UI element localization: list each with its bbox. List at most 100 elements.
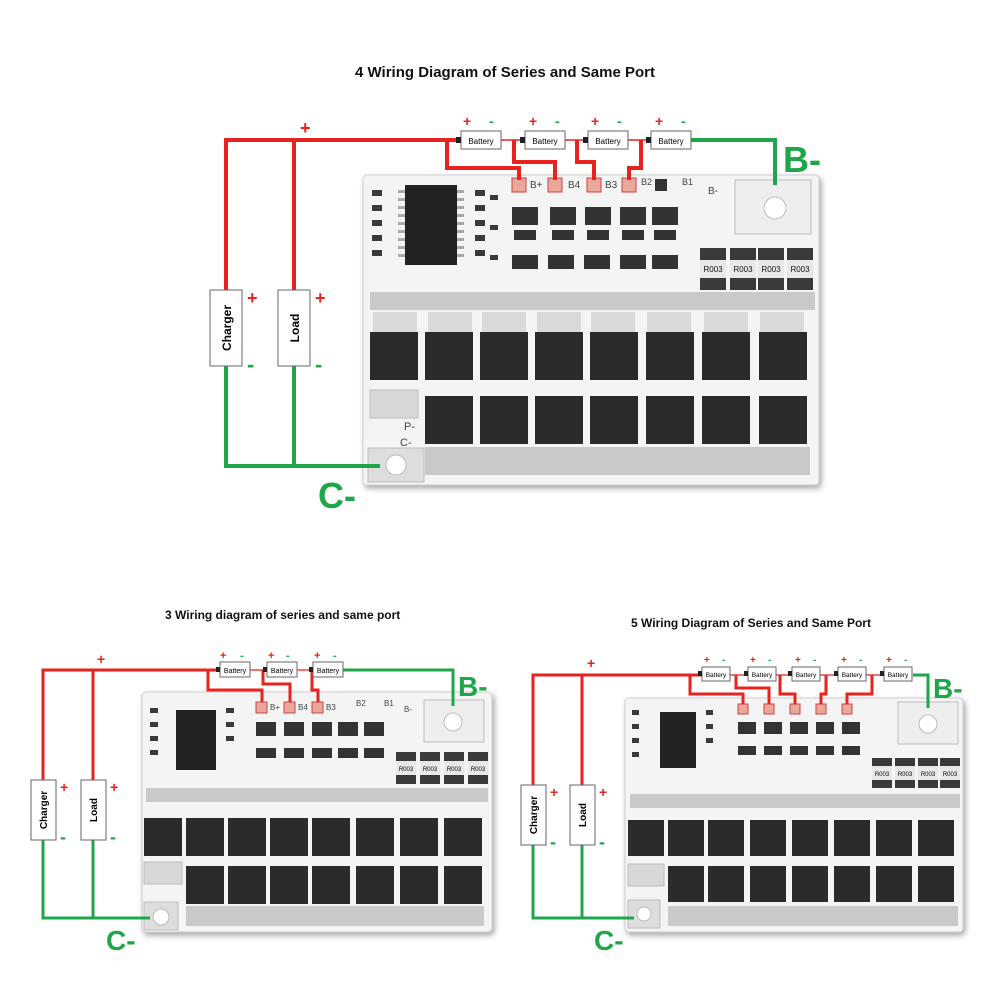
svg-text:Battery: Battery: [888, 672, 909, 679]
plus-marker: +: [795, 655, 801, 666]
resistor-code: R003: [423, 767, 438, 773]
charger-plus: +: [60, 779, 68, 795]
battery: Battery: [834, 666, 867, 682]
resistor-code: R003: [399, 767, 414, 773]
svg-text:Battery: Battery: [658, 137, 683, 146]
minus-marker: -: [681, 113, 686, 129]
minus-marker: -: [859, 655, 862, 666]
title-5-series: 5 Wiring Diagram of Series and Same Port: [631, 616, 871, 630]
bms-board-4: B+ B4 B3 B2 B1 B- R003 R003 R003 R003: [362, 174, 820, 486]
minus-marker: -: [768, 655, 771, 666]
plus-marker: +: [529, 113, 537, 129]
charger-minus: -: [550, 832, 556, 852]
charger-box: Charger: [30, 779, 57, 841]
minus-marker: -: [489, 113, 494, 129]
pad-label: B1: [384, 699, 394, 708]
resistor-code: R003: [875, 772, 890, 778]
svg-text:Battery: Battery: [532, 137, 557, 146]
charger-minus: -: [60, 827, 66, 847]
mosfet-row-1: [144, 818, 482, 856]
load-label: Load: [578, 803, 589, 827]
plus-marker: +: [591, 113, 599, 129]
pad-label: B+: [270, 703, 280, 712]
title-4-series: 4 Wiring Diagram of Series and Same Port: [355, 64, 655, 81]
minus-marker: -: [286, 650, 290, 662]
charger-plus: +: [550, 784, 558, 800]
plus-marker: +: [841, 655, 847, 666]
svg-text:Battery: Battery: [842, 672, 863, 679]
pad-label: B2: [641, 177, 652, 187]
bms-board-3: B+ B4 B3 B2 B1 B- R003 R003 R003 R003: [141, 691, 493, 933]
svg-text:Battery: Battery: [706, 672, 727, 679]
c-minus-label: C-: [106, 925, 136, 956]
pad-label: B3: [326, 703, 336, 712]
pad-label: B-: [708, 186, 718, 197]
battery: Battery: [880, 666, 913, 682]
pad-label: B+: [530, 180, 543, 191]
shunt-resistors: R003 R003 R003 R003: [700, 248, 813, 290]
resistor-code: R003: [790, 265, 810, 274]
diagram-3: B+ B4 B3 B2 B1 B- R003 R003 R003 R003: [30, 650, 493, 956]
c-minus-label: C-: [594, 925, 624, 956]
main-plus: +: [97, 651, 105, 667]
minus-marker: -: [333, 650, 337, 662]
ic-chip: [405, 185, 457, 265]
resistor-code: R003: [921, 772, 936, 778]
pad-label: B2: [356, 699, 366, 708]
b-minus-label: B-: [933, 673, 963, 704]
load-box: Load: [80, 779, 107, 841]
charger-plus: +: [247, 288, 258, 308]
plus-marker: +: [704, 655, 710, 666]
load-label: Load: [288, 314, 302, 343]
resistor-code: R003: [471, 767, 486, 773]
negative-wires: [224, 138, 777, 468]
resistor-code: R003: [447, 767, 462, 773]
c-minus-pad-label: C-: [400, 437, 412, 449]
bms-board-5: R003 R003 R003 R003: [624, 697, 964, 933]
battery: Battery: [263, 661, 298, 678]
resistor-code: R003: [943, 772, 958, 778]
positive-wires: [41, 668, 320, 780]
charger-minus: -: [247, 352, 254, 377]
charger-label: Charger: [220, 305, 234, 351]
positive-wires: [531, 673, 874, 785]
main-plus: +: [300, 118, 311, 138]
load-label: Load: [89, 798, 100, 822]
plus-marker: +: [655, 113, 663, 129]
battery: Battery: [520, 130, 566, 150]
minus-marker: -: [555, 113, 560, 129]
plus-marker: +: [886, 655, 892, 666]
load-minus: -: [110, 827, 116, 847]
plus-marker: +: [268, 650, 274, 662]
battery: Battery: [309, 661, 344, 678]
battery: Battery: [744, 666, 777, 682]
p-minus-pad-label: P-: [404, 421, 415, 433]
charger-box: Charger: [209, 289, 243, 367]
load-box: Load: [569, 784, 596, 846]
pad-label: B4: [298, 703, 308, 712]
b-minus-label: B-: [783, 139, 821, 180]
c-minus-label: C-: [318, 475, 356, 516]
battery: Battery: [583, 130, 629, 150]
load-plus: +: [599, 784, 607, 800]
mosfet-row-1: [628, 820, 954, 856]
main-plus: +: [587, 655, 595, 671]
minus-marker: -: [904, 655, 907, 666]
pad-label: B1: [682, 177, 693, 187]
load-plus: +: [110, 779, 118, 795]
ic-chip: [176, 710, 216, 770]
minus-marker: -: [722, 655, 725, 666]
negative-wires: [531, 673, 930, 920]
svg-text:Battery: Battery: [224, 668, 247, 675]
mosfet-row-2: [186, 866, 482, 904]
plus-marker: +: [750, 655, 756, 666]
pad-label: B4: [568, 180, 581, 191]
battery: Battery: [456, 130, 502, 150]
mosfet-row-2: [425, 396, 810, 475]
pad-label: B3: [605, 180, 618, 191]
pad-label: B-: [404, 705, 412, 714]
plus-marker: +: [314, 650, 320, 662]
svg-text:Battery: Battery: [595, 137, 620, 146]
minus-marker: -: [813, 655, 816, 666]
